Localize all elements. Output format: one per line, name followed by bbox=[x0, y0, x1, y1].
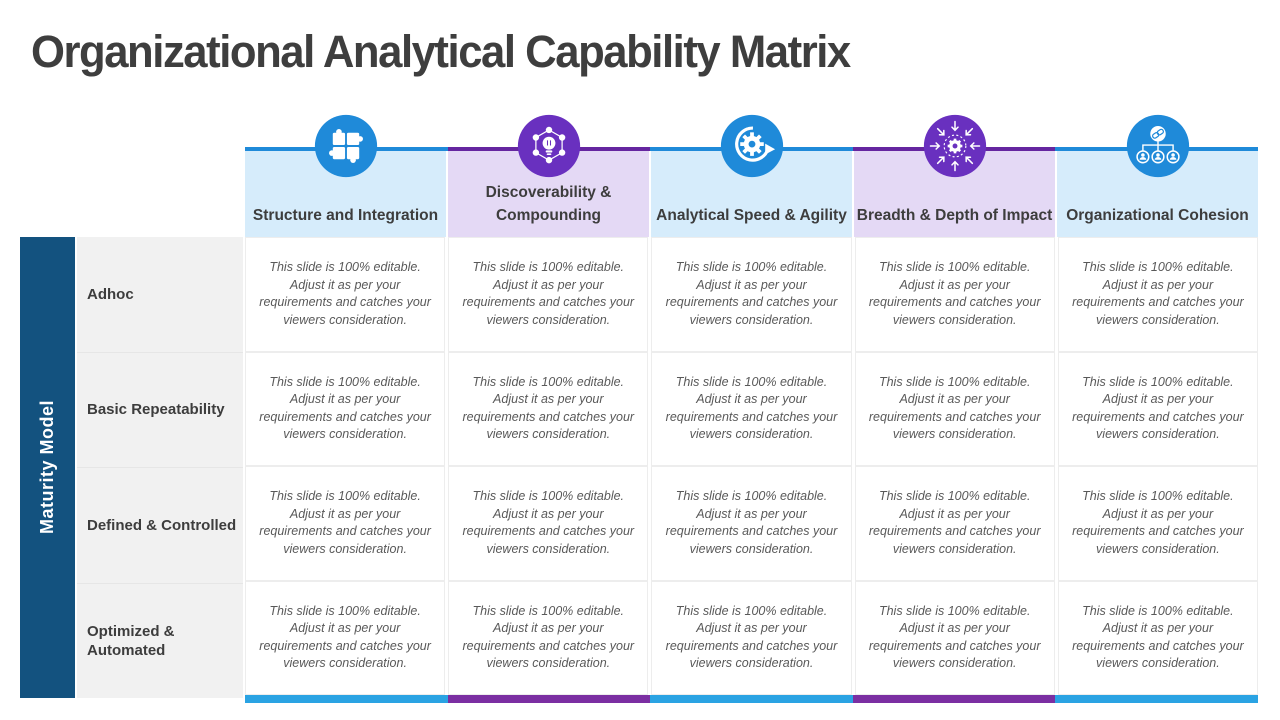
matrix-cell: This slide is 100% editable. Adjust it a… bbox=[245, 466, 446, 581]
matrix-cell: This slide is 100% editable. Adjust it a… bbox=[651, 580, 852, 695]
matrix-cell: This slide is 100% editable. Adjust it a… bbox=[1057, 580, 1258, 695]
matrix-cell: This slide is 100% editable. Adjust it a… bbox=[448, 580, 649, 695]
agile-sprint-icon bbox=[719, 113, 785, 179]
row-label-defined-controlled: Defined & Controlled bbox=[77, 468, 243, 584]
row-labels: Adhoc Basic Repeatability Defined & Cont… bbox=[77, 237, 243, 698]
bottom-bar-segment bbox=[447, 695, 651, 703]
matrix-cell: This slide is 100% editable. Adjust it a… bbox=[1057, 351, 1258, 466]
column-header-label: Analytical Speed & Agility bbox=[656, 207, 847, 224]
maturity-model-axis: Maturity Model bbox=[20, 237, 75, 698]
matrix-cell: This slide is 100% editable. Adjust it a… bbox=[854, 580, 1055, 695]
column-header-breadth-depth-impact: Breadth & Depth of Impact bbox=[854, 114, 1055, 237]
column-header-discoverability-compounding: Discoverability & Compounding bbox=[448, 114, 649, 237]
matrix-cell: This slide is 100% editable. Adjust it a… bbox=[245, 580, 446, 695]
matrix-cells: This slide is 100% editable. Adjust it a… bbox=[245, 237, 1258, 695]
page-title: Organizational Analytical Capability Mat… bbox=[31, 26, 851, 77]
idea-network-icon bbox=[516, 113, 582, 179]
matrix-cell: This slide is 100% editable. Adjust it a… bbox=[651, 237, 852, 352]
column-header-label: Organizational Cohesion bbox=[1066, 207, 1249, 224]
column-header-label: Discoverability & Compounding bbox=[485, 184, 612, 224]
impact-focus-icon bbox=[922, 113, 988, 179]
matrix-cell: This slide is 100% editable. Adjust it a… bbox=[448, 351, 649, 466]
row-label-adhoc: Adhoc bbox=[77, 237, 243, 353]
maturity-model-axis-label: Maturity Model bbox=[37, 400, 57, 535]
column-headers: Structure and Integration bbox=[245, 114, 1258, 237]
row-label-optimized-automated: Optimized & Automated bbox=[87, 622, 175, 659]
matrix-cell: This slide is 100% editable. Adjust it a… bbox=[651, 466, 852, 581]
matrix-cell: This slide is 100% editable. Adjust it a… bbox=[245, 237, 446, 352]
bottom-bar-segment bbox=[1055, 695, 1258, 703]
column-header-label: Structure and Integration bbox=[252, 207, 439, 224]
column-bottom-bars bbox=[245, 695, 1258, 703]
org-hierarchy-icon bbox=[1125, 113, 1191, 179]
puzzle-icon bbox=[313, 113, 379, 179]
column-header-analytical-speed-agility: Analytical Speed & Agility bbox=[651, 114, 852, 237]
bottom-bar-segment bbox=[852, 695, 1056, 703]
matrix-cell: This slide is 100% editable. Adjust it a… bbox=[245, 351, 446, 466]
matrix-cell: This slide is 100% editable. Adjust it a… bbox=[854, 466, 1055, 581]
column-header-structure-integration: Structure and Integration bbox=[245, 114, 446, 237]
matrix-cell: This slide is 100% editable. Adjust it a… bbox=[651, 351, 852, 466]
column-header-organizational-cohesion: Organizational Cohesion bbox=[1057, 114, 1258, 237]
matrix-cell: This slide is 100% editable. Adjust it a… bbox=[854, 237, 1055, 352]
matrix-cell: This slide is 100% editable. Adjust it a… bbox=[1057, 237, 1258, 352]
column-header-label: Breadth & Depth of Impact bbox=[856, 207, 1053, 224]
matrix-cell: This slide is 100% editable. Adjust it a… bbox=[854, 351, 1055, 466]
matrix-cell: This slide is 100% editable. Adjust it a… bbox=[448, 466, 649, 581]
matrix-cell: This slide is 100% editable. Adjust it a… bbox=[448, 237, 649, 352]
row-label-basic-repeatability: Basic Repeatability bbox=[77, 353, 243, 468]
bottom-bar-segment bbox=[650, 695, 853, 703]
matrix-cell: This slide is 100% editable. Adjust it a… bbox=[1057, 466, 1258, 581]
bottom-bar-segment bbox=[245, 695, 448, 703]
